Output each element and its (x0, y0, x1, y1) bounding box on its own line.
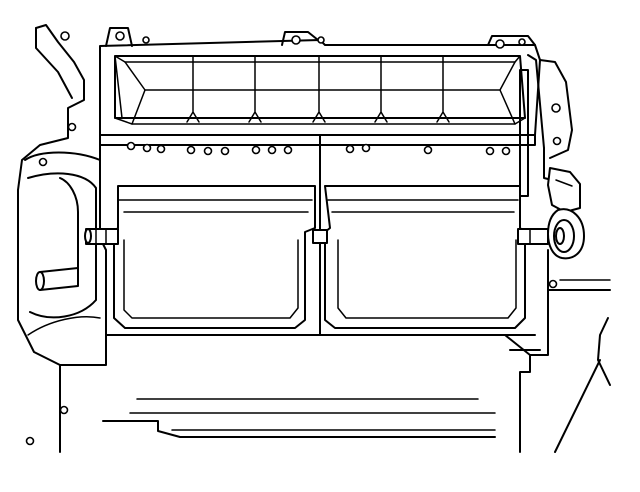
right-side-bracket (519, 54, 611, 453)
right-filter-door (324, 185, 526, 329)
door-actuator (547, 167, 585, 260)
left-filter-door (113, 185, 316, 329)
left-side-duct (17, 24, 101, 366)
door-pivot-shaft (84, 228, 549, 245)
air-inlet-grille (99, 27, 541, 136)
